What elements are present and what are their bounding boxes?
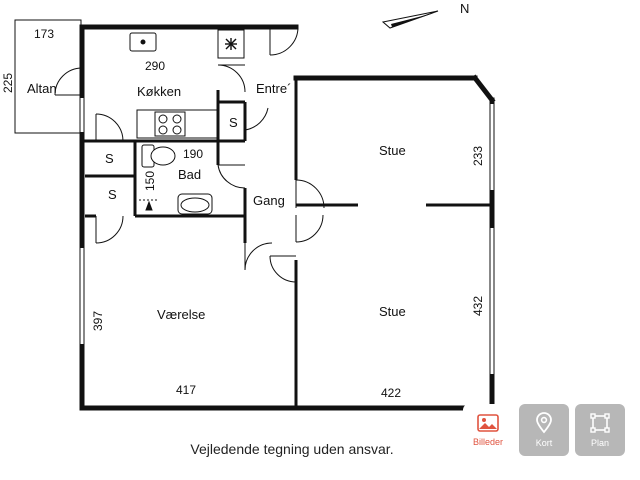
room-gang: Gang: [253, 193, 285, 208]
kitchen-fixtures: [129, 29, 245, 139]
room-storage-2: S: [105, 151, 114, 166]
dim-vaerelse-width: 417: [176, 383, 196, 397]
dim-kitchen-width: 290: [145, 59, 165, 73]
disclaimer-caption: Vejledende tegning uden ansvar.: [190, 441, 394, 457]
images-button[interactable]: Billeder: [463, 404, 513, 456]
dim-stue-top-height: 233: [471, 146, 485, 166]
dim-bath-height: 150: [143, 171, 157, 191]
room-stue-top: Stue: [379, 143, 406, 158]
room-entre: Entre´: [256, 81, 291, 96]
room-storage-3: S: [108, 187, 117, 202]
map-button-label: Kort: [535, 438, 553, 448]
room-stue-bottom: Stue: [379, 304, 406, 319]
dim-stue-width: 422: [381, 386, 401, 400]
bath-fixtures: [139, 144, 213, 215]
dim-vaerelse-height: 397: [91, 311, 105, 331]
toilet-bowl: [150, 146, 176, 166]
room-altan: Altan: [27, 81, 57, 96]
interior-walls: [82, 80, 490, 406]
map-pin-icon: [536, 412, 552, 434]
compass-arrow-icon: [381, 10, 439, 29]
room-storage-1: S: [229, 115, 238, 130]
doors: [54, 26, 325, 283]
dim-altan-width: 173: [34, 27, 54, 41]
dim-stue-bottom-height: 432: [471, 296, 485, 316]
dim-altan-height: 225: [1, 73, 15, 93]
basin: [180, 197, 210, 213]
dim-bath-width: 190: [183, 147, 203, 161]
room-kokken: Køkken: [137, 84, 181, 99]
image-icon: [477, 414, 499, 432]
room-vaerelse: Værelse: [157, 307, 205, 322]
compass-label: N: [460, 1, 469, 16]
view-switcher: Billeder Kort Plan: [463, 404, 625, 456]
plan-button-label: Plan: [590, 438, 609, 448]
plan-icon: [590, 413, 610, 433]
plan-button[interactable]: Plan: [575, 404, 625, 456]
windows: [79, 83, 496, 374]
map-button[interactable]: Kort: [519, 404, 569, 456]
room-bad: Bad: [178, 167, 201, 182]
images-button-label: Billeder: [472, 437, 503, 447]
fan-icon: [225, 38, 237, 50]
